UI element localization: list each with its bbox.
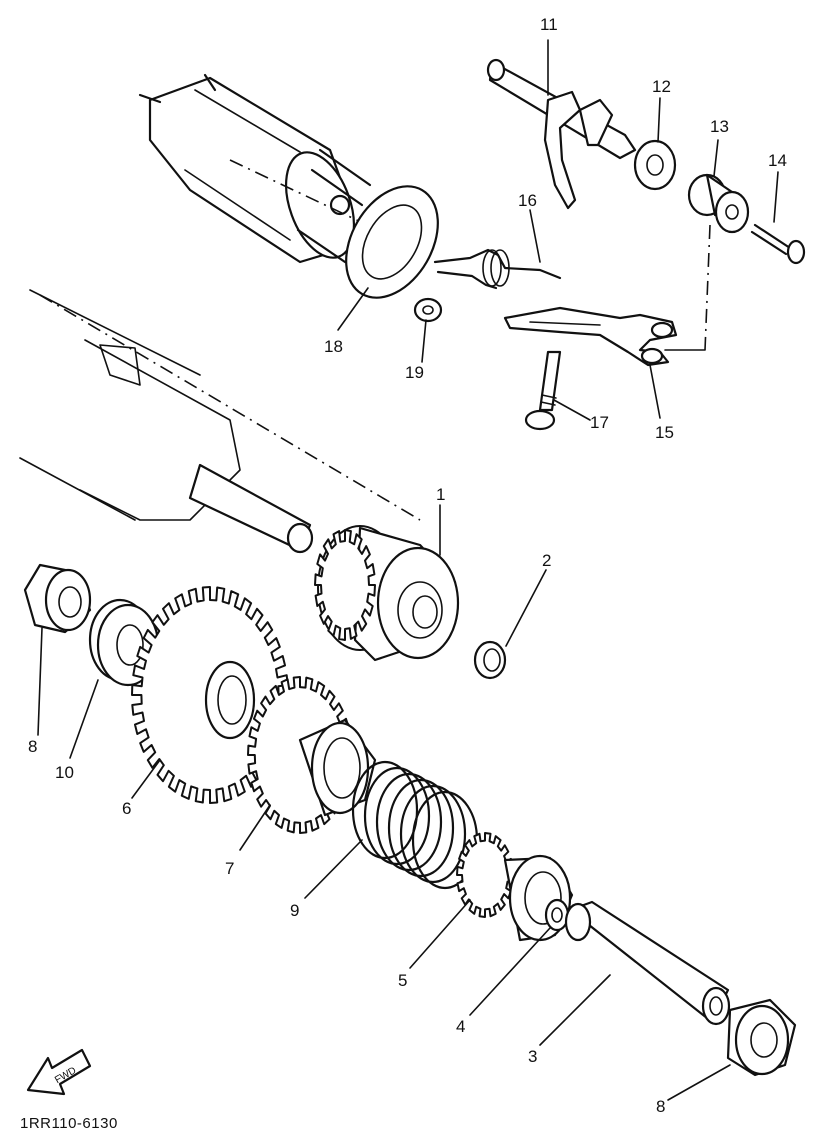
label-part-5: 5: [398, 971, 407, 990]
label-part-11: 11: [540, 15, 558, 34]
spring-coil: [351, 760, 419, 860]
drawing-code: 1RR110-6130: [20, 1115, 118, 1132]
label-part-7: 7: [225, 859, 234, 878]
gear-teeth-outline: [314, 529, 376, 641]
shift-fork: [486, 58, 637, 210]
label-part-18: 18: [324, 337, 343, 356]
label-part-4: 4: [456, 1017, 465, 1036]
bearing-right: [726, 998, 797, 1077]
spring-coil: [399, 784, 467, 884]
label-part-10: 10: [55, 763, 74, 782]
collar: [633, 139, 677, 191]
forward-direction-arrow: FWD: [26, 1048, 92, 1096]
circlip: [473, 640, 507, 680]
label-part-17: 17: [590, 413, 609, 432]
label-part-1: 1: [436, 485, 445, 504]
label-part-6: 6: [122, 799, 131, 818]
label-part-12: 12: [652, 77, 671, 96]
idler-shaft: [564, 900, 731, 1026]
pivot-bolt: [524, 350, 562, 431]
label-part-9: 9: [290, 901, 299, 920]
label-part-13: 13: [710, 117, 729, 136]
thrust-washer: [88, 598, 160, 687]
roller: [687, 173, 750, 234]
label-part-8-right: 8: [656, 1097, 665, 1116]
label-part-19: 19: [405, 363, 424, 382]
screw: [664, 223, 806, 351]
clutch-gear: [456, 832, 574, 942]
gasket-plate: [345, 185, 439, 299]
torsion-spring: [433, 248, 562, 290]
gear-teeth-outline: [456, 832, 514, 918]
callout-labels: 11 12 13 14 16 18 19 17 15 1 2 8 10 6 7 …: [28, 15, 787, 1116]
spring-coil: [375, 772, 443, 872]
label-part-14: 14: [768, 151, 787, 170]
drive-shaft: [19, 289, 421, 554]
label-part-16: 16: [518, 191, 537, 210]
bushing: [544, 898, 570, 932]
bearing-left: [23, 563, 92, 634]
leader-lines: [37, 39, 779, 1101]
spring-coil: [387, 778, 455, 878]
label-part-15: 15: [655, 423, 674, 442]
nut: [413, 297, 443, 323]
starter-clutch: [314, 525, 460, 662]
shift-lever: [503, 306, 678, 367]
starter-solenoid: [138, 73, 421, 264]
label-part-3: 3: [528, 1047, 537, 1066]
label-part-8-left: 8: [28, 737, 37, 756]
spring-coil: [363, 766, 431, 866]
label-part-2: 2: [542, 551, 551, 570]
